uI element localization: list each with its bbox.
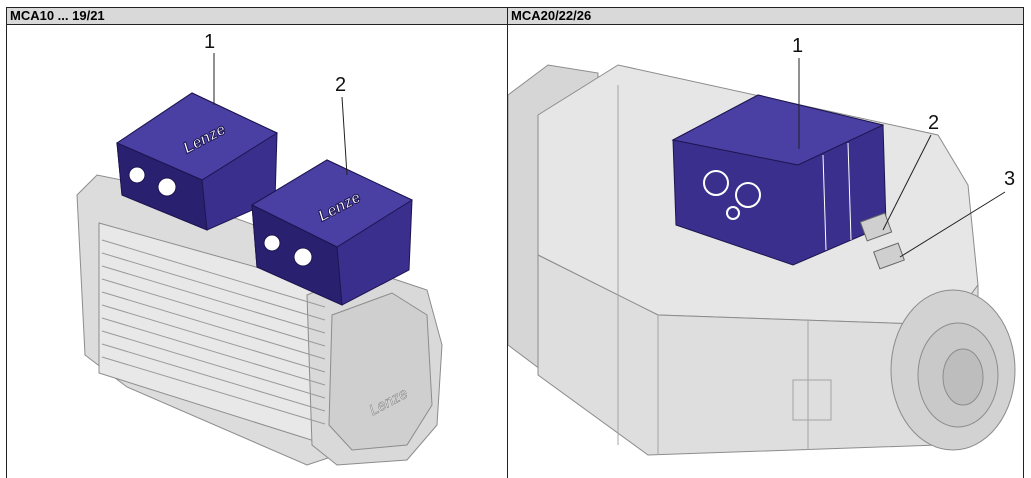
callout-3-label: 3 <box>1004 168 1015 190</box>
column-header-right: MCA20/22/26 <box>507 7 1024 25</box>
table-border-right <box>1023 25 1024 478</box>
motor-body <box>76 174 443 466</box>
motor-illustration-mca10: Lenze Lenze Lenze 1 <box>7 25 507 478</box>
connector-3 <box>873 242 905 270</box>
mca10-drawing: Lenze Lenze Lenze 1 <box>76 31 443 466</box>
callout-2-label: 2 <box>335 74 346 96</box>
callout-3-leader <box>899 191 1006 258</box>
mca20-drawing: 1 2 3 <box>508 35 1016 456</box>
body-panel-lines <box>617 85 832 455</box>
callout-1-label: 1 <box>204 31 215 53</box>
callouts-right: 1 2 3 <box>792 35 1015 258</box>
figure-table: MCA10 ... 19/21 MCA20/22/26 <box>6 7 1024 478</box>
connector-2 <box>859 212 893 242</box>
cooling-fins <box>101 239 326 425</box>
callout-1-label: 1 <box>792 35 803 57</box>
callout-2-leader <box>341 96 348 176</box>
terminal-box-1: Lenze <box>115 92 279 231</box>
callout-2-label: 2 <box>928 112 939 134</box>
table-border-left <box>6 25 7 478</box>
callouts-left: 1 2 <box>204 31 348 176</box>
terminal-box-2: Lenze <box>250 159 414 306</box>
callout-2-leader <box>882 134 932 231</box>
column-header-left: MCA10 ... 19/21 <box>6 7 507 25</box>
motor-illustration-mca20: 1 2 3 <box>508 25 1023 478</box>
terminal-box-1 <box>671 94 887 266</box>
